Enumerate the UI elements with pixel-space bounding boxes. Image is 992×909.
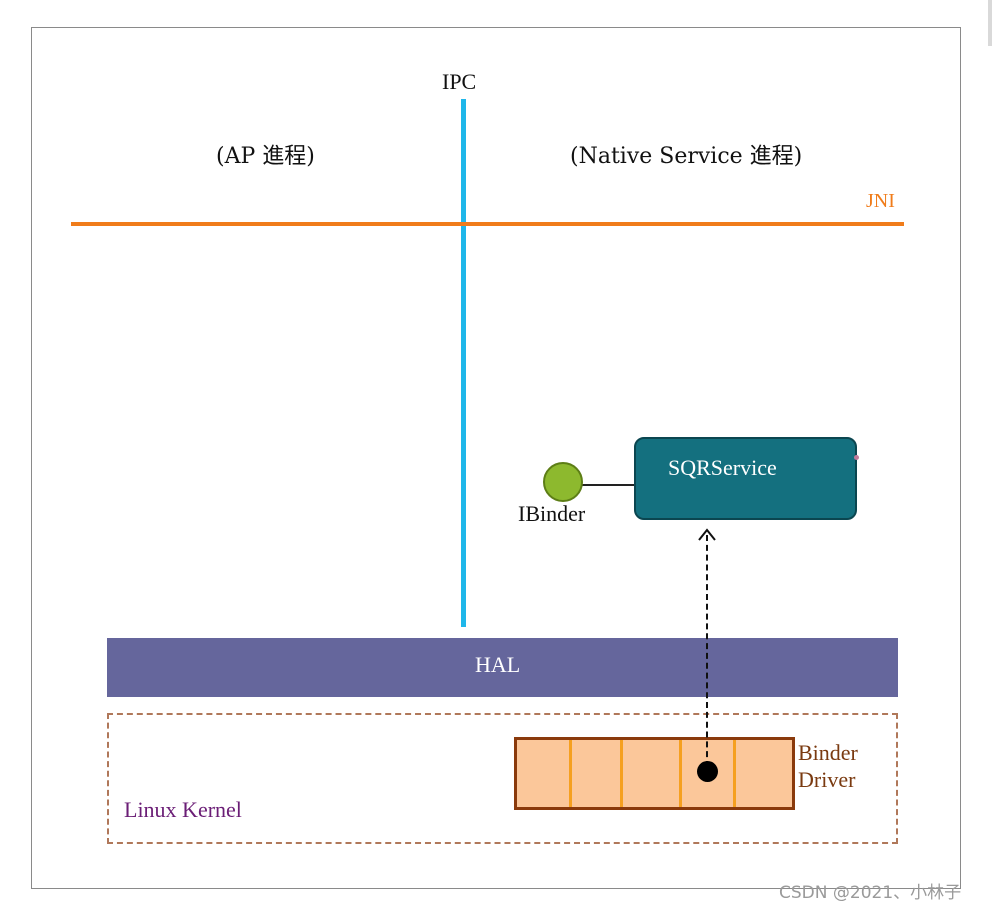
driver-slot-divider <box>733 740 736 807</box>
jni-label: JNI <box>866 190 895 212</box>
jni-boundary-line <box>71 222 904 226</box>
driver-slot-divider <box>679 740 682 807</box>
watermark: CSDN @2021、小林子 <box>779 883 962 903</box>
driver-slot-divider <box>569 740 572 807</box>
service-corner-dot <box>854 455 859 460</box>
driver-slot-divider <box>620 740 623 807</box>
linux-kernel-label: Linux Kernel <box>124 797 242 822</box>
binder-call-dashed-arrow <box>706 535 708 767</box>
sqrservice-label: SQRService <box>668 455 777 480</box>
ap-process-label: (AP 進程) <box>216 144 315 169</box>
arrow-head-icon <box>698 528 716 541</box>
ibinder-connector <box>581 484 635 486</box>
hal-layer-bar <box>107 638 898 697</box>
binder-driver-label-line2: Driver <box>798 767 856 792</box>
binder-endpoint-dot <box>697 761 718 782</box>
ibinder-interface-ball <box>543 462 583 502</box>
edge-strip <box>988 0 992 46</box>
hal-label: HAL <box>475 652 521 677</box>
native-service-process-label: (Native Service 進程) <box>570 144 803 169</box>
ibinder-label: IBinder <box>518 501 586 526</box>
binder-driver-label-line1: Binder <box>798 740 858 765</box>
binder-driver-box <box>514 737 795 810</box>
ipc-label: IPC <box>442 69 477 94</box>
ipc-boundary-line <box>461 99 466 627</box>
sqrservice-box <box>634 437 857 520</box>
linux-kernel-box <box>107 713 898 844</box>
